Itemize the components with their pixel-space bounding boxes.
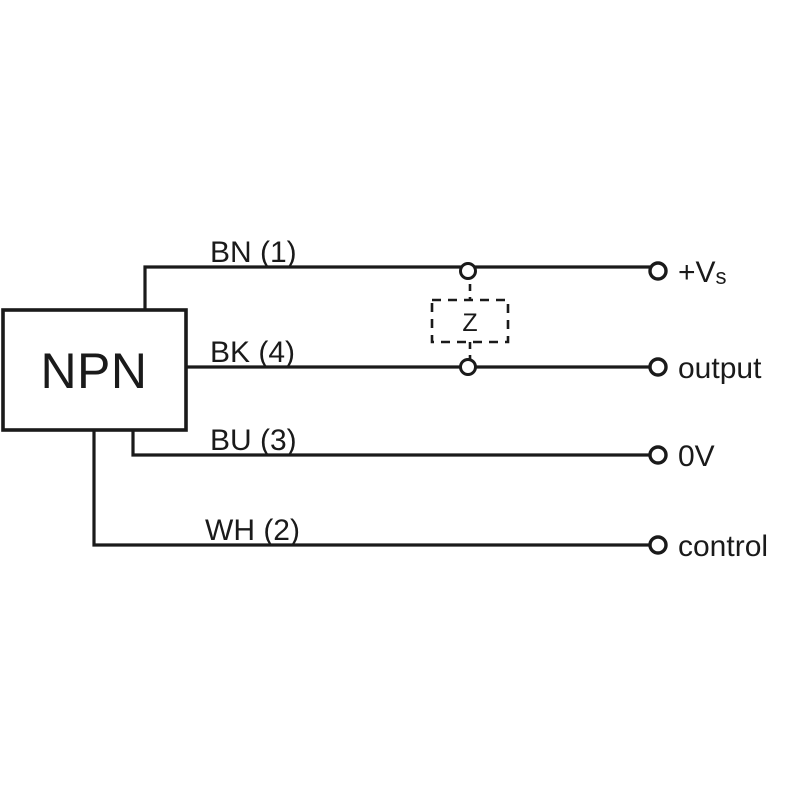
junction-dot-output <box>459 358 477 376</box>
wire-label-wh: WH (2) <box>205 514 300 547</box>
terminal-label-control: control <box>678 530 768 563</box>
terminal-output-connector[interactable] <box>648 357 668 377</box>
junction-dot-vs <box>459 262 477 280</box>
wire-label-bu: BU (3) <box>210 424 297 457</box>
wire-label-bn: BN (1) <box>210 236 297 269</box>
terminal-control-connector[interactable] <box>648 535 668 555</box>
npn-device-label: NPN <box>40 343 147 399</box>
npn-device-box <box>1 308 188 432</box>
terminal-label-output: output <box>678 352 762 385</box>
wire-label-bk: BK (4) <box>210 336 295 369</box>
terminal-0v-connector[interactable] <box>648 445 668 465</box>
wire-bu-blue <box>131 430 650 457</box>
terminal-label-vs-subscript: s <box>716 264 727 289</box>
terminal-label-vs-main: +V <box>678 256 716 289</box>
z-suppressor-label: Z <box>462 309 477 337</box>
terminal-label-vs: +Vs <box>678 256 727 289</box>
terminal-vs-connector[interactable] <box>648 261 668 281</box>
z-suppressor-box <box>430 298 510 344</box>
terminal-label-0v: 0V <box>678 440 715 473</box>
wire-wh-white <box>92 430 650 547</box>
wire-bn-brown <box>143 265 650 310</box>
